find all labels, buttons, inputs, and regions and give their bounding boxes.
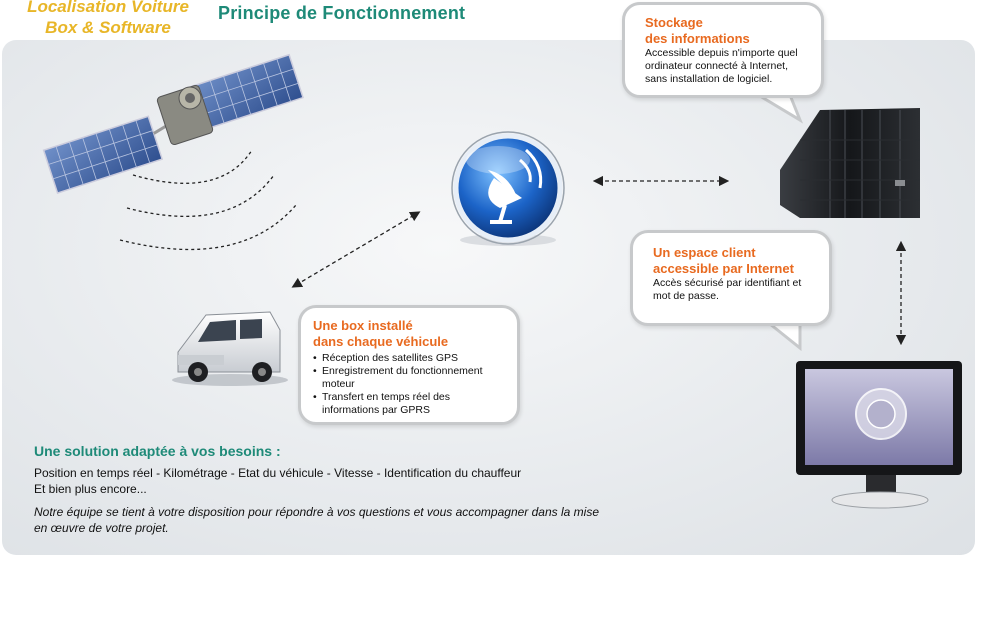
satellite-icon <box>42 53 304 195</box>
page-title: Principe de Fonctionnement <box>218 3 466 23</box>
client-callout: Un espace client accessible par Internet… <box>630 230 832 326</box>
brand-line2: Box & Software <box>45 18 171 37</box>
storage-title-line1: Stockage <box>645 15 703 30</box>
bubble-tails <box>759 94 804 352</box>
solution-title: Une solution adaptée à vos besoins : <box>34 443 281 459</box>
client-body: Accès sécurisé par identifiant et mot de… <box>653 277 802 302</box>
van-icon <box>172 311 288 386</box>
list-item: Réception des satellites GPS <box>313 352 507 365</box>
antenna-icon <box>451 131 565 246</box>
solution-note: Notre équipe se tient à votre dispositio… <box>34 505 599 535</box>
client-title-line1: Un espace client <box>653 245 756 260</box>
list-item: Transfert en temps réel des informations… <box>313 391 507 417</box>
box-callout: Une box installé dans chaque véhicule Ré… <box>298 305 520 425</box>
box-title-line1: Une box installé <box>313 318 413 333</box>
box-feature-list: Réception des satellites GPS Enregistrem… <box>313 352 507 417</box>
list-item: Enregistrement du fonctionnement moteur <box>313 365 507 391</box>
storage-body: Accessible depuis n'importe quel ordinat… <box>645 47 798 85</box>
client-title-line2: accessible par Internet <box>653 261 794 276</box>
solution-features: Position en temps réel - Kilométrage - E… <box>34 466 522 480</box>
solution-more: Et bien plus encore... <box>34 482 147 496</box>
box-title-line2: dans chaque véhicule <box>313 334 449 349</box>
storage-callout: Stockage des informations Accessible dep… <box>622 2 824 98</box>
signal-waves <box>119 149 297 251</box>
connection-arrows <box>291 175 907 346</box>
monitor-icon <box>796 361 962 509</box>
brand-logo: Localisation Voiture Box & Software <box>18 0 198 38</box>
server-rack-icon <box>780 108 920 218</box>
brand-line1: Localisation Voiture <box>27 0 189 16</box>
storage-title-line2: des informations <box>645 31 750 46</box>
